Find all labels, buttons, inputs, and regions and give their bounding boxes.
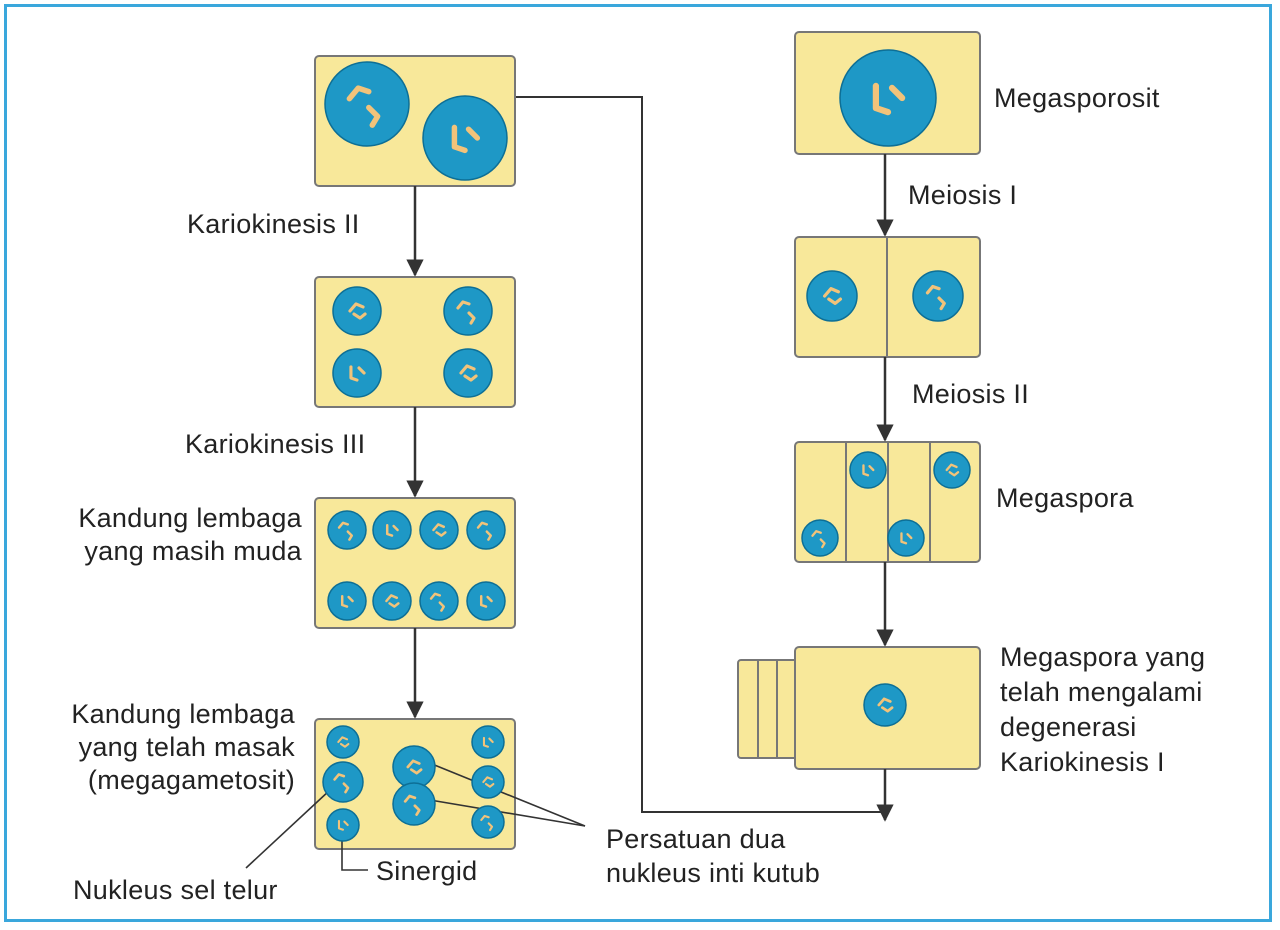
nucleus-kariokinesis-1-a [324,61,410,147]
cell-meiosis-1-result [794,236,981,358]
nucleus-muda-8 [466,581,506,621]
label-kandung-muda-line-2: yang masih muda [84,536,302,566]
nucleus-kariokinesis-2-a [332,286,382,336]
nucleus-kariokinesis-2-b [443,286,493,336]
nucleus-kariokinesis-1-b [422,95,508,181]
label-kandung-muda: Kandung lembaga yang masih muda [40,502,302,568]
label-kandung-masak-line-2: yang telah masak [78,732,295,762]
label-degenerasi-line-4: Kariokinesis I [1000,747,1165,777]
label-kandung-muda-line-1: Kandung lembaga [78,503,302,533]
nucleus-megaspora-fungsional [863,683,907,727]
label-kandung-masak-line-3: (megagametosit) [87,765,295,795]
nucleus-megaspora-3 [801,519,839,557]
nucleus-muda-3 [419,510,459,550]
nucleus-muda-6 [372,581,412,621]
cell-degenerated-megaspora [737,646,981,770]
nucleus-megasporosit [839,49,937,147]
nucleus-muda-5 [327,581,367,621]
label-megasporosit: Megasporosit [994,83,1160,113]
label-degenerasi: Megaspora yang telah mengalami degeneras… [1000,640,1205,780]
nucleus-antipoda-1 [326,725,360,759]
nucleus-megaspora-2 [933,451,971,489]
nucleus-meiosis-1-b [912,270,964,322]
nucleus-kariokinesis-2-c [332,348,382,398]
nucleus-kariokinesis-2-d [443,348,493,398]
nucleus-muda-4 [466,510,506,550]
label-meiosis-2: Meiosis II [912,379,1030,409]
label-kandung-masak: Kandung lembaga yang telah masak (megaga… [20,698,295,797]
label-degenerasi-line-3: degenerasi [1000,712,1137,742]
nucleus-right-1 [471,725,505,759]
label-nukleus-sel-telur: Nukleus sel telur [73,875,278,905]
nucleus-muda-7 [419,581,459,621]
label-persatuan: Persatuan dua nukleus inti kutub [606,822,820,890]
label-kariokinesis-3: Kariokinesis III [185,429,366,459]
label-meiosis-1: Meiosis I [908,180,1018,210]
diagram-frame [4,4,1272,922]
label-kariokinesis-2: Kariokinesis II [187,209,360,239]
nucleus-muda-1 [327,510,367,550]
nucleus-polar-1 [392,745,436,789]
nucleus-megaspora-1 [849,451,887,489]
label-sinergid: Sinergid [376,856,478,886]
nucleus-muda-2 [372,510,412,550]
nuclei-layer [322,49,971,842]
nucleus-meiosis-1-a [806,270,858,322]
nucleus-sinergid [326,808,360,842]
label-persatuan-line-2: nukleus inti kutub [606,858,821,888]
nucleus-sel-telur [322,761,364,803]
label-degenerasi-line-2: telah mengalami [1000,677,1203,707]
label-persatuan-line-1: Persatuan dua [606,824,786,854]
nucleus-polar-2 [392,782,436,826]
nucleus-right-3 [471,805,505,839]
nucleus-right-2 [471,765,505,799]
label-degenerasi-line-1: Megaspora yang [1000,642,1206,672]
label-megaspora: Megaspora [996,483,1134,513]
label-kandung-masak-line-1: Kandung lembaga [71,699,295,729]
nucleus-megaspora-4 [887,519,925,557]
connector-line [515,96,885,813]
